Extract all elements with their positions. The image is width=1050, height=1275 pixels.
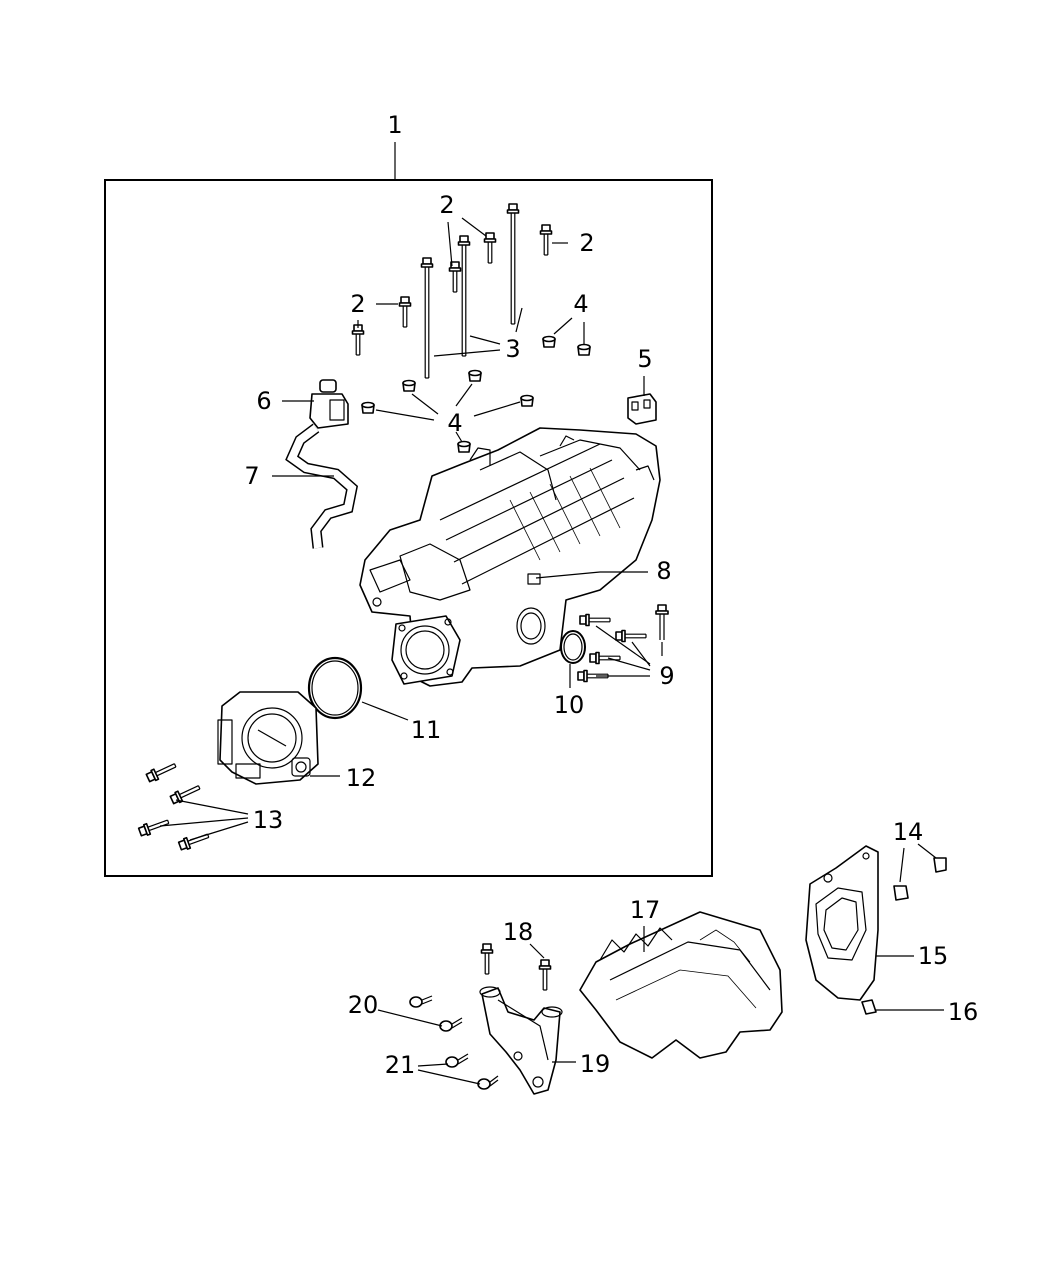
o-ring-10 xyxy=(560,630,586,664)
callout-2b: 2 xyxy=(579,229,594,257)
grommet-4c xyxy=(402,379,416,392)
leader-4g xyxy=(455,431,463,443)
callout-3: 3 xyxy=(505,335,520,363)
callout-19: 19 xyxy=(580,1050,611,1078)
leader-21b xyxy=(417,1069,481,1085)
map-sensor xyxy=(627,393,657,425)
bolt-18b xyxy=(538,959,552,991)
bolt-9c xyxy=(589,651,621,665)
leader-3b xyxy=(433,349,501,357)
leader-3c xyxy=(515,307,523,333)
leader-4e xyxy=(375,409,435,421)
callout-1: 1 xyxy=(387,111,402,139)
bolt-2d xyxy=(398,296,412,328)
callout-5: 5 xyxy=(637,345,652,373)
bracket-19 xyxy=(479,986,563,1095)
leader-4a xyxy=(553,317,573,335)
callout-21: 21 xyxy=(385,1051,416,1079)
grommet-4a xyxy=(542,335,556,348)
callout-6: 6 xyxy=(256,387,271,415)
bolt-21a xyxy=(445,1053,469,1068)
callout-10: 10 xyxy=(554,691,585,719)
bolt-16 xyxy=(861,999,877,1015)
bolt-2a xyxy=(539,224,553,256)
pcv-hose xyxy=(285,423,359,549)
bolt-13a xyxy=(144,759,179,784)
callout-4a: 4 xyxy=(573,290,588,318)
leader-4d xyxy=(455,383,473,407)
leader-4f xyxy=(473,401,521,417)
leader-9a xyxy=(595,625,651,665)
callout-14: 14 xyxy=(893,818,924,846)
bolt-18a xyxy=(480,943,494,975)
kit-boundary-box xyxy=(104,179,713,877)
bolt-13c xyxy=(137,815,171,838)
stud-3c xyxy=(420,257,434,379)
grommet-4b xyxy=(577,343,591,356)
callout-16: 16 xyxy=(948,998,979,1026)
leader-2c xyxy=(447,221,453,267)
leader-21a xyxy=(417,1063,449,1067)
stud-3b xyxy=(457,235,471,357)
callout-15: 15 xyxy=(918,942,949,970)
bolt-2c xyxy=(448,261,462,293)
callout-12: 12 xyxy=(346,764,377,792)
leader-9b xyxy=(631,641,651,667)
bolt-9b xyxy=(615,629,647,643)
grommet-4d xyxy=(468,369,482,382)
callout-9: 9 xyxy=(659,662,674,690)
leader-2b xyxy=(461,217,487,237)
intake-manifold xyxy=(359,427,661,687)
callout-11: 11 xyxy=(411,716,442,744)
callout-2c: 2 xyxy=(350,290,365,318)
stud-3a xyxy=(506,203,520,325)
leader-18 xyxy=(529,943,545,959)
callout-13: 13 xyxy=(253,806,284,834)
bolt-20a xyxy=(409,995,433,1008)
grommet-4g xyxy=(457,440,471,453)
grommet-4f xyxy=(520,394,534,407)
callout-2a: 2 xyxy=(439,191,454,219)
throttle-body xyxy=(217,691,319,785)
leader-9c xyxy=(607,657,651,671)
heat-shield-15 xyxy=(805,845,879,1001)
leader-13b xyxy=(159,817,249,827)
leader-20 xyxy=(377,1009,443,1027)
callout-20: 20 xyxy=(348,991,379,1019)
nut-14a xyxy=(893,885,909,901)
bolt-9a xyxy=(579,613,611,627)
callout-17: 17 xyxy=(630,896,661,924)
bolt-20b xyxy=(439,1017,463,1032)
pcv-valve xyxy=(309,379,349,429)
callout-7: 7 xyxy=(244,462,259,490)
throttle-gasket xyxy=(307,656,363,720)
bolt-9e xyxy=(655,604,669,640)
grommet-4e xyxy=(361,401,375,414)
bolt-2b xyxy=(483,232,497,264)
leader-13a xyxy=(175,799,249,815)
callout-4b: 4 xyxy=(447,409,462,437)
callout-8: 8 xyxy=(656,557,671,585)
bolt-2e xyxy=(351,324,365,356)
leader-4c xyxy=(411,393,439,415)
callout-18: 18 xyxy=(503,918,534,946)
nut-14b xyxy=(933,857,947,873)
leader-3a xyxy=(469,335,501,345)
leader-14a xyxy=(899,847,905,883)
bolt-13d xyxy=(177,829,211,852)
leader-14b xyxy=(917,843,937,859)
leader-13c xyxy=(189,821,249,841)
bolt-21b xyxy=(477,1075,499,1090)
leader-11 xyxy=(361,701,409,721)
heat-shield-17 xyxy=(579,911,783,1059)
